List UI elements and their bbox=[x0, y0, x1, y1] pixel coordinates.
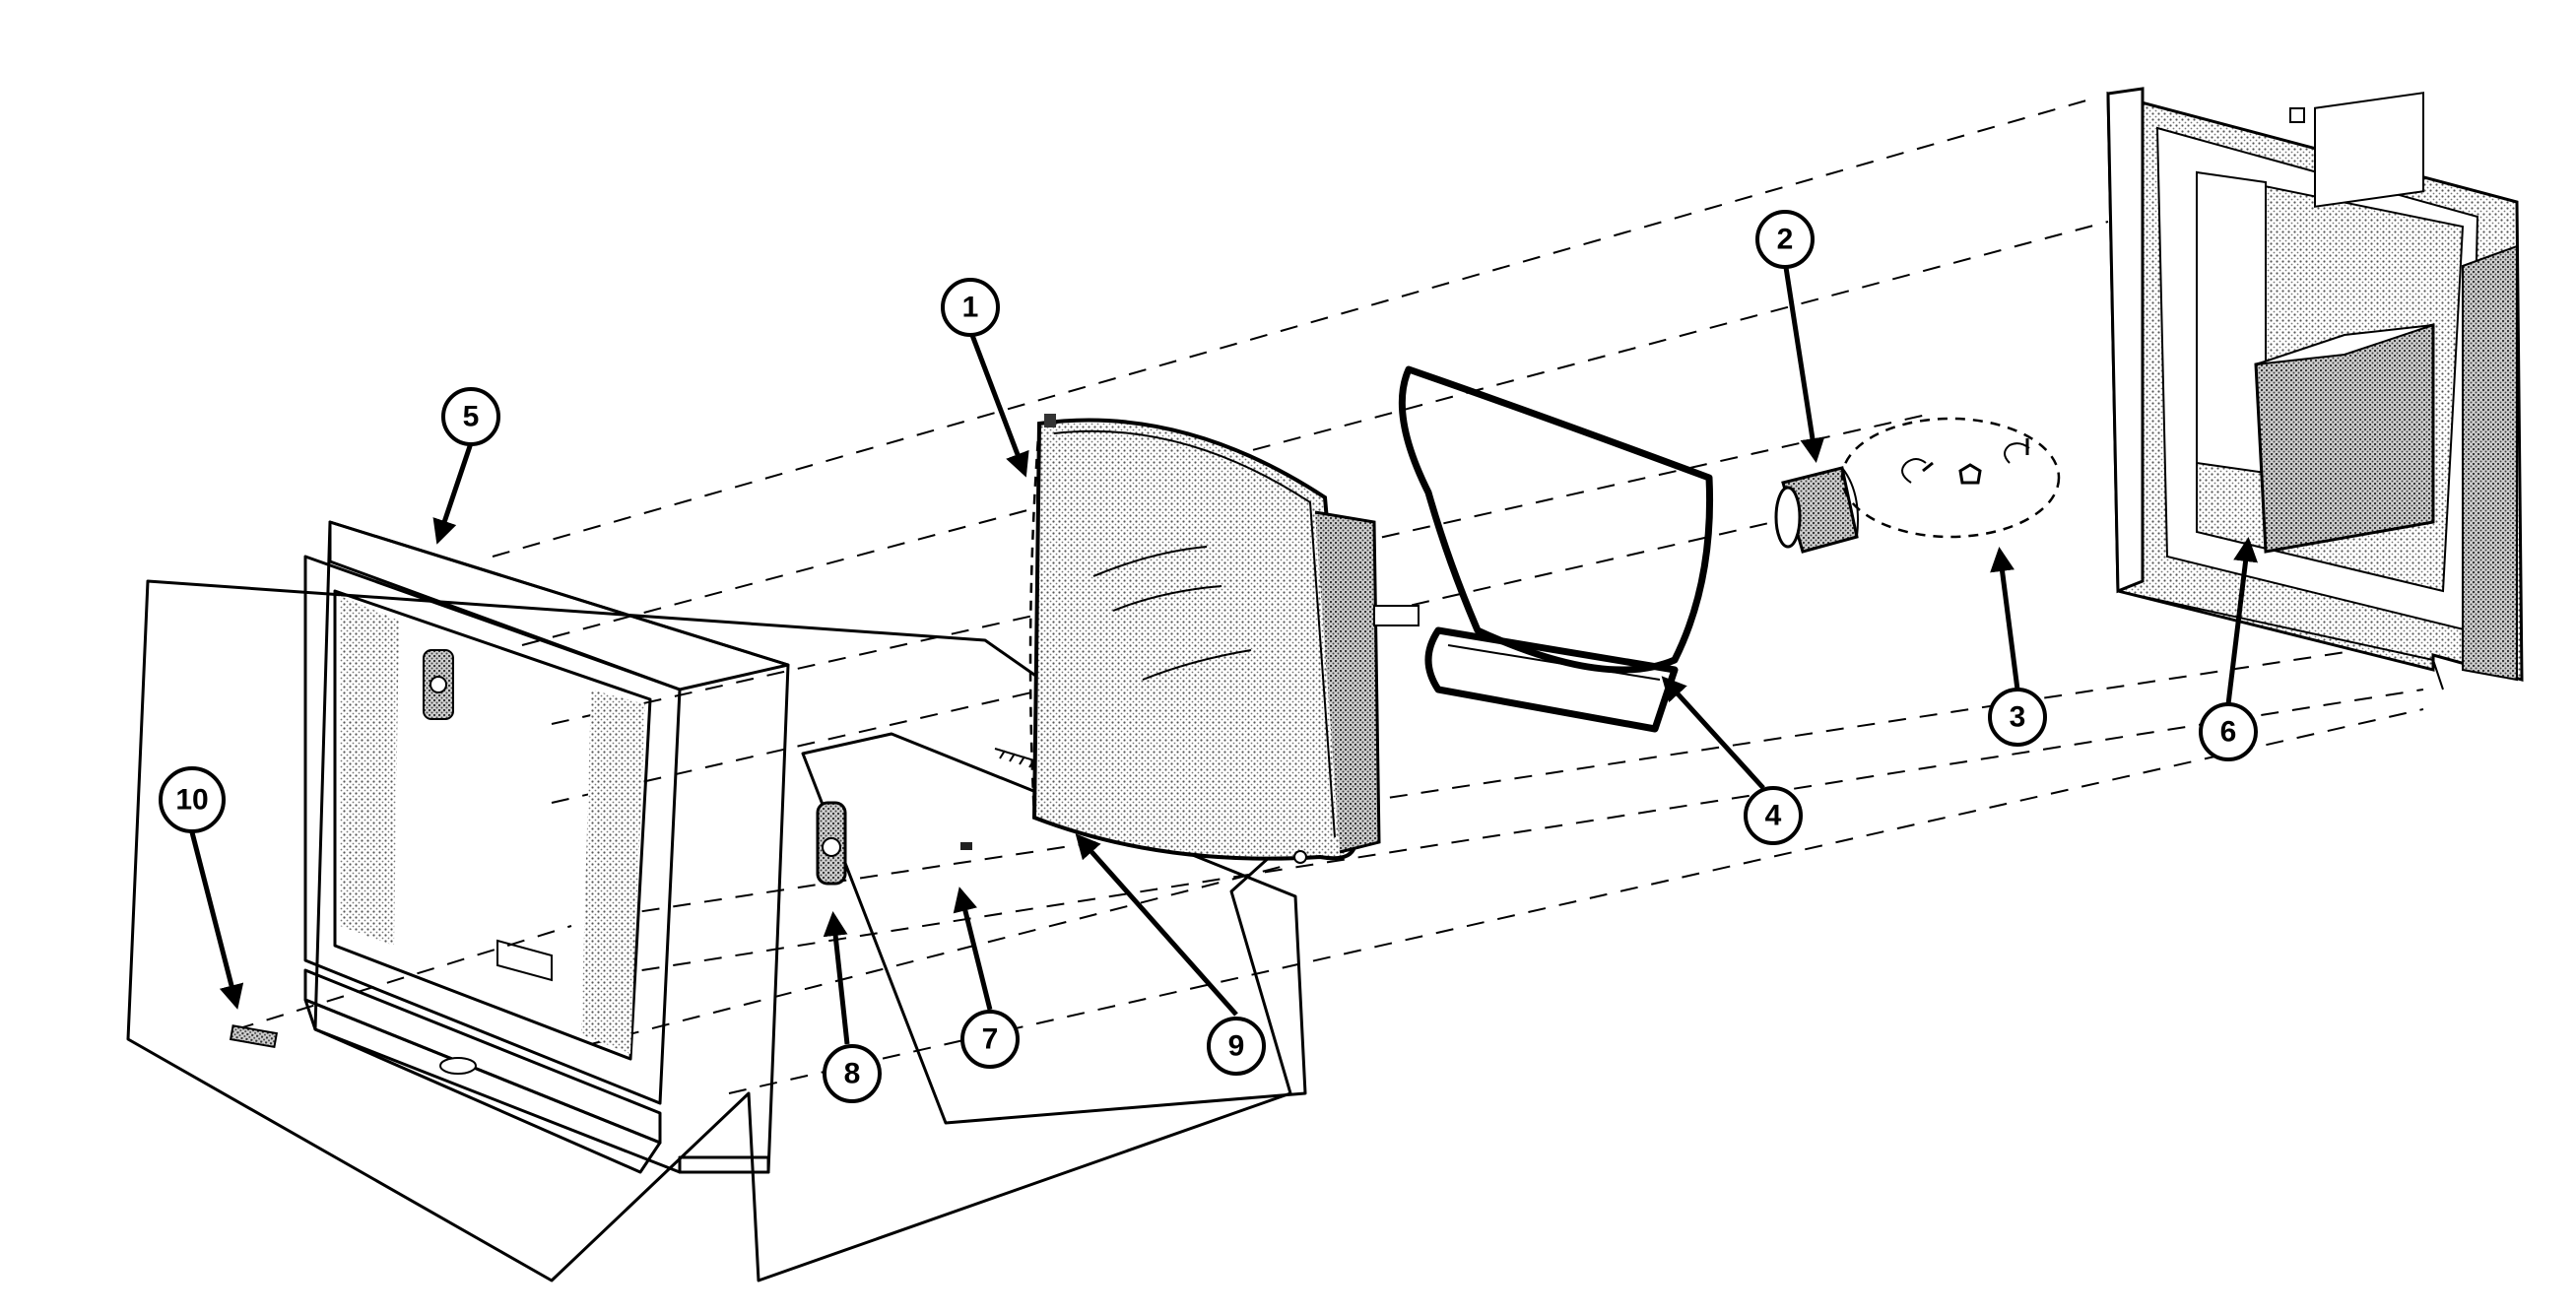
degaussing-coil bbox=[1398, 365, 1714, 733]
callout-7-label: 7 bbox=[982, 1023, 999, 1056]
callout-7: 7 bbox=[960, 1010, 1020, 1069]
callout-1-label: 1 bbox=[962, 292, 979, 324]
badge-part bbox=[229, 1024, 279, 1049]
callout-5-label: 5 bbox=[463, 401, 480, 433]
callout-5: 5 bbox=[441, 387, 500, 446]
callout-8-label: 8 bbox=[844, 1058, 861, 1090]
callout-10-label: 10 bbox=[175, 784, 208, 817]
picture-tube bbox=[1028, 414, 1420, 864]
callout-3: 3 bbox=[1988, 688, 2047, 747]
callout-3-label: 3 bbox=[2010, 701, 2026, 734]
callout-2-label: 2 bbox=[1777, 224, 1794, 256]
callout-4-label: 4 bbox=[1765, 800, 1782, 832]
callout-1: 1 bbox=[941, 278, 1000, 337]
callout-2: 2 bbox=[1755, 210, 1815, 269]
callout-10: 10 bbox=[159, 766, 226, 833]
callout-6-label: 6 bbox=[2220, 716, 2237, 749]
callout-6: 6 bbox=[2199, 702, 2258, 761]
deflection-yoke bbox=[1774, 466, 1859, 554]
callout-arrows bbox=[189, 260, 2259, 1045]
magnet-assembly bbox=[1840, 417, 2061, 539]
callout-4: 4 bbox=[1744, 786, 1803, 845]
callout-8: 8 bbox=[823, 1044, 882, 1103]
front-cabinet bbox=[126, 520, 1292, 1282]
rear-cabinet bbox=[2106, 87, 2524, 690]
callout-9-label: 9 bbox=[1228, 1030, 1245, 1063]
callout-9: 9 bbox=[1207, 1017, 1266, 1076]
small-parts-panel bbox=[801, 732, 1307, 1125]
